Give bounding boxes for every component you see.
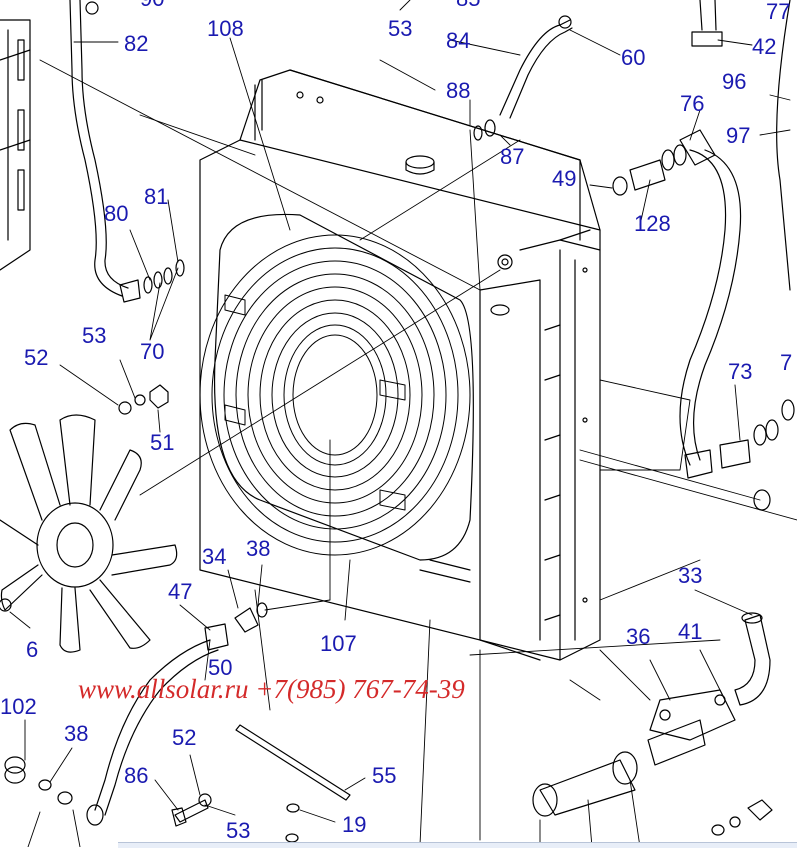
flange-36 xyxy=(647,689,736,766)
part-label-70: 70 xyxy=(140,339,165,364)
part-label-53: 53 xyxy=(82,323,107,348)
part-label-102: 102 xyxy=(0,694,37,719)
part-label-55: 55 xyxy=(372,763,397,788)
bolt-86 xyxy=(171,793,212,827)
part-label-107: 107 xyxy=(320,631,357,656)
part-label-42: 42 xyxy=(752,34,777,59)
part-label-41: 41 xyxy=(678,619,703,644)
fittings-73 xyxy=(719,399,795,511)
fan-guard xyxy=(199,234,471,556)
fittings-102 xyxy=(4,756,73,805)
part-label-73: 73 xyxy=(728,359,753,384)
part-label-50: 50 xyxy=(208,655,233,680)
part-label-85: 85 xyxy=(456,0,480,10)
part-label-76: 76 xyxy=(680,91,705,116)
part-label-87: 87 xyxy=(500,144,525,169)
bolt-34 xyxy=(234,602,268,633)
hose-41 xyxy=(532,751,638,817)
part-label-19: 19 xyxy=(342,812,367,837)
part-label-53: 53 xyxy=(388,16,413,41)
side-bracket xyxy=(0,19,31,271)
part-label-34: 34 xyxy=(202,544,227,569)
bottom-scroll-edge xyxy=(118,842,797,848)
watermark: www.allsolar.ru +7(985) 767-74-39 xyxy=(78,674,465,704)
fan-blades xyxy=(0,414,178,653)
part-label-7: 7 xyxy=(780,350,793,375)
part-label-52: 52 xyxy=(172,725,197,750)
part-label-47: 47 xyxy=(168,579,193,604)
part-label-80: 80 xyxy=(104,201,129,226)
part-label-128: 128 xyxy=(634,211,671,236)
part-label-81: 81 xyxy=(144,184,169,209)
part-label-88: 88 xyxy=(446,78,471,103)
assembly-lines xyxy=(27,59,797,847)
fittings-70 xyxy=(143,259,185,294)
part-label-38: 38 xyxy=(64,721,89,746)
hose-50 xyxy=(86,623,229,826)
strip-55 xyxy=(235,724,351,801)
part-label-52: 52 xyxy=(24,345,49,370)
part-label-96: 96 xyxy=(722,69,747,94)
fittings-128 xyxy=(612,144,687,196)
part-label-82: 82 xyxy=(124,31,149,56)
bolt-bottom-right xyxy=(711,799,773,836)
elbow-33 xyxy=(734,612,771,706)
leader-lines xyxy=(9,0,791,823)
fan-shroud xyxy=(213,213,474,561)
part-label-60: 60 xyxy=(621,45,646,70)
bolt-19 xyxy=(285,803,300,843)
part-label-49: 49 xyxy=(552,166,577,191)
part-label-33: 33 xyxy=(678,563,703,588)
part-label-90: 90 xyxy=(140,0,164,10)
part-label-53: 53 xyxy=(226,818,251,843)
part-label-77: 77 xyxy=(766,0,791,24)
part-label-51: 51 xyxy=(150,430,175,455)
bolt-51 xyxy=(118,384,169,415)
part-label-38: 38 xyxy=(246,536,271,561)
hose-84 xyxy=(473,15,573,141)
part-label-108: 108 xyxy=(207,16,244,41)
part-label-6: 6 xyxy=(26,637,39,662)
hose-82 xyxy=(69,0,141,303)
radiator-core xyxy=(199,69,601,661)
part-label-36: 36 xyxy=(626,624,651,649)
part-label-97: 97 xyxy=(726,123,751,148)
part-label-86: 86 xyxy=(124,763,149,788)
part-label-84: 84 xyxy=(446,28,471,53)
pipe-upper-right xyxy=(691,0,791,291)
hose-76 xyxy=(679,129,742,479)
